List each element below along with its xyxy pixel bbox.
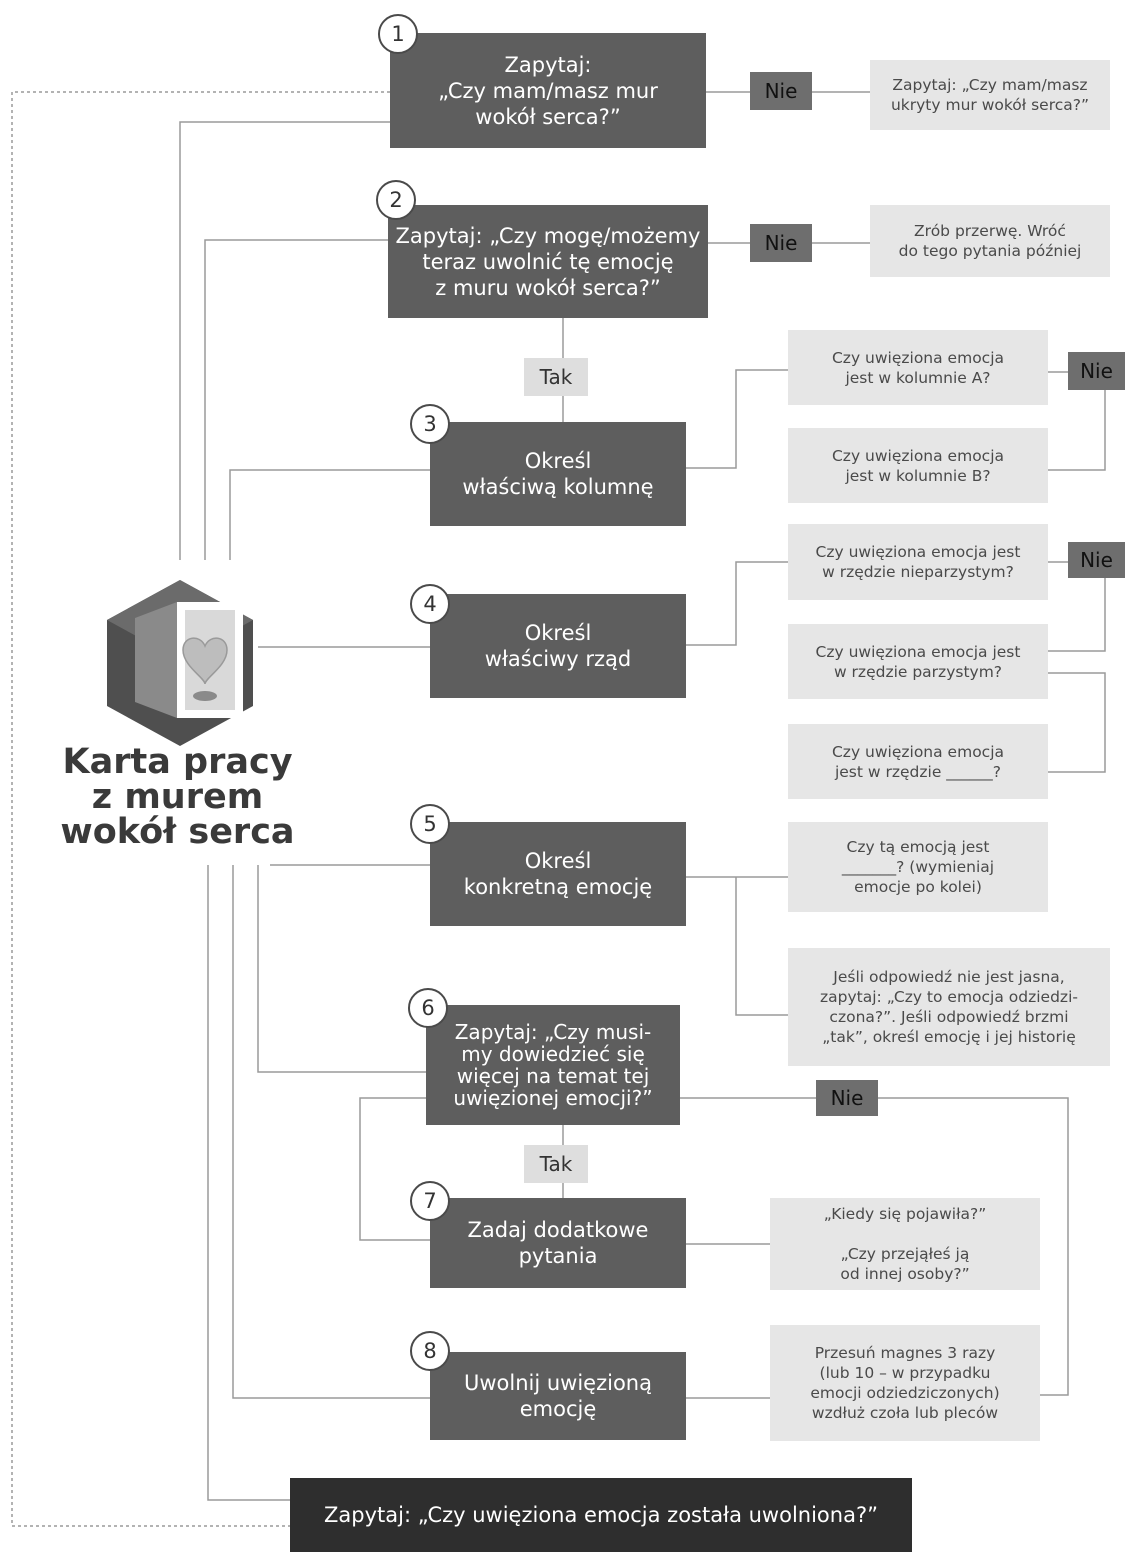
magnet-note: Przesuń magnes 3 razy (lub 10 – w przypa…	[770, 1325, 1040, 1441]
step-6-box: Zapytaj: „Czy musi- my dowiedzieć się wi…	[426, 1005, 680, 1125]
step-2-number: 2	[376, 180, 416, 220]
step-8-box: Uwolnij uwięzioną emocję	[430, 1352, 686, 1440]
yes-label-step-2: Tak	[524, 358, 588, 396]
heart-in-wall-cube-icon	[107, 580, 253, 746]
step-6-number: 6	[408, 988, 448, 1028]
hidden-wall-note: Zapytaj: „Czy mam/masz ukryty mur wokół …	[870, 60, 1110, 130]
yes-label-step-6: Tak	[524, 1145, 588, 1183]
no-label-column: Nie	[1068, 352, 1125, 390]
worksheet-title: Karta pracy z murem wokół serca	[60, 742, 295, 852]
step-1-number: 1	[378, 14, 418, 54]
row-blank-note: Czy uwięziona emocja jest w rzędzie ____…	[788, 724, 1048, 799]
column-a-note: Czy uwięziona emocja jest w kolumnie A?	[788, 330, 1048, 405]
step-5-number: 5	[410, 804, 450, 844]
emotion-blank-note: Czy tą emocją jest _______? (wymieniaj e…	[788, 822, 1048, 912]
step-5-box: Określ konkretną emocję	[430, 822, 686, 926]
step-8-number: 8	[410, 1331, 450, 1371]
no-label-step-6: Nie	[816, 1080, 878, 1116]
step-4-number: 4	[410, 584, 450, 624]
take-break-note: Zrób przerwę. Wróć do tego pytania późni…	[870, 205, 1110, 277]
step-1-box: Zapytaj: „Czy mam/masz mur wokół serca?”	[390, 33, 706, 148]
no-label-step-1: Nie	[750, 72, 812, 110]
step-4-box: Określ właściwy rząd	[430, 594, 686, 698]
row-odd-note: Czy uwięziona emocja jest w rzędzie niep…	[788, 524, 1048, 600]
column-b-note: Czy uwięziona emocja jest w kolumnie B?	[788, 428, 1048, 503]
no-label-step-2: Nie	[750, 224, 812, 262]
step-2-box: Zapytaj: „Czy mogę/możemy teraz uwolnić …	[388, 205, 708, 318]
step-3-box: Określ właściwą kolumnę	[430, 422, 686, 526]
no-label-row: Nie	[1068, 542, 1125, 578]
followup-questions-note: „Kiedy się pojawiła?” „Czy przejąłeś ją …	[770, 1198, 1040, 1290]
step-7-box: Zadaj dodatkowe pytania	[430, 1198, 686, 1288]
step-7-number: 7	[410, 1181, 450, 1221]
inherited-note: Jeśli odpowiedź nie jest jasna, zapytaj:…	[788, 948, 1110, 1066]
row-even-note: Czy uwięziona emocja jest w rzędzie parz…	[788, 624, 1048, 699]
step-3-number: 3	[410, 404, 450, 444]
final-question-box: Zapytaj: „Czy uwięziona emocja została u…	[290, 1478, 912, 1552]
